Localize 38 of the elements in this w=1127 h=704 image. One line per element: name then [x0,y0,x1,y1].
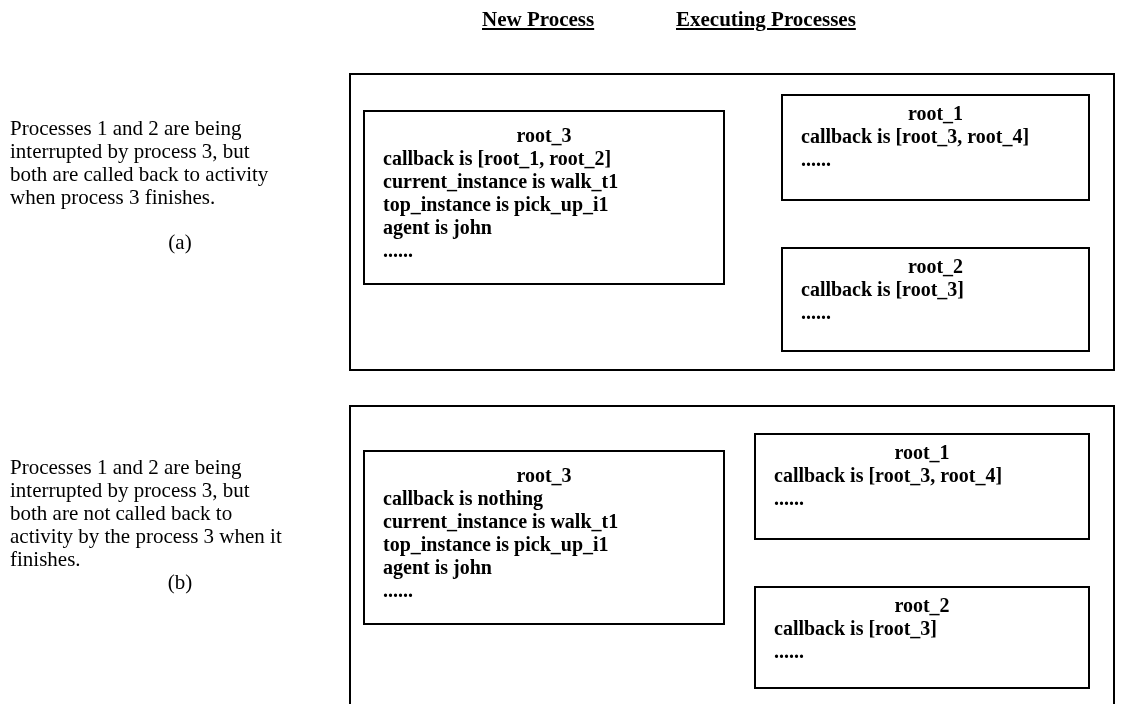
attribute-text: current_instance is walk_t1 [382,170,619,193]
attribute-text: ...... [382,239,413,262]
panel-frame [349,73,1115,371]
panel-frame [349,405,1115,704]
process-box [781,247,1090,352]
attribute-text: callback is [root_3] [800,278,964,301]
attribute-text: top_instance is pick_up_i1 [382,533,609,556]
process-title: root_1 [894,441,950,464]
attribute-text: ...... [800,301,831,324]
attribute-text: top_instance is pick_up_i1 [382,193,609,216]
process-box [363,450,725,625]
attribute-text: callback is [root_3, root_4] [800,125,1030,148]
process-title: root_2 [894,594,950,617]
process-box [754,586,1090,689]
attribute-text: current_instance is walk_t1 [382,510,619,533]
process-title: root_3 [516,124,572,147]
attribute-text: ...... [773,487,804,510]
attribute-text: agent is john [382,556,492,579]
description-text: Processes 1 and 2 are being interrupted by process 3, but both are called back to activity when process 3 finishes. [10,117,270,209]
attribute-text: callback is [root_3] [773,617,937,640]
process-title: root_2 [907,255,964,278]
attribute-text: callback is [root_3, root_4] [773,464,1003,487]
process-box [363,110,725,285]
attribute-text: ...... [800,148,831,171]
process-title: root_1 [907,102,964,125]
process-box [754,433,1090,540]
attribute-text: callback is nothing [382,487,544,510]
attribute-text: ...... [382,579,413,602]
attribute-text: agent is john [382,216,492,239]
process-title: root_3 [516,464,572,487]
caption-label: (a) [167,231,193,254]
description-text: Processes 1 and 2 are being interrupted by process 3, but both are not called back to activity by the process 3 when it finishes. [10,456,283,571]
process-box [781,94,1090,201]
caption-label: (b) [166,571,194,594]
attribute-text: callback is [root_1, root_2] [382,147,612,170]
column-heading: Executing Processes [676,8,856,31]
column-heading: New Process [482,8,595,31]
attribute-text: ...... [773,640,804,663]
